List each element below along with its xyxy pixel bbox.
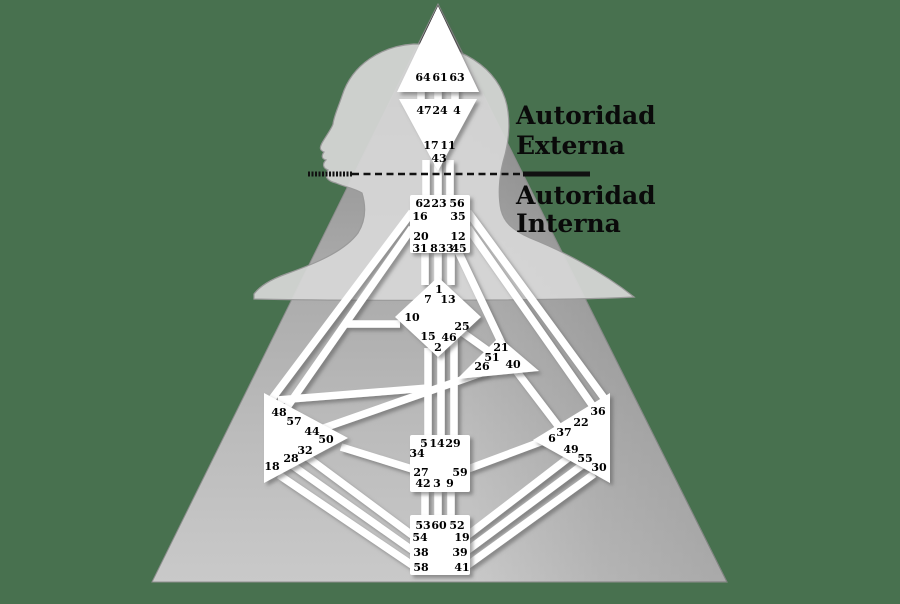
gate-59-sacral: 59 xyxy=(452,466,467,479)
channel-34-57 xyxy=(277,384,429,404)
gate-33-throat: 33 xyxy=(438,242,453,255)
gate-49-solar-plexus: 49 xyxy=(563,443,578,456)
gate-20-throat: 20 xyxy=(413,230,429,243)
channel-59-6 xyxy=(466,437,545,473)
gate-8-throat: 8 xyxy=(430,242,438,255)
gate-29-sacral: 29 xyxy=(445,437,460,450)
gate-22-solar-plexus: 22 xyxy=(573,416,588,429)
gate-44-spleen: 44 xyxy=(304,425,320,438)
center-sacral xyxy=(410,435,470,492)
authority-internal-line2: Interna xyxy=(516,209,621,238)
gate-6-solar-plexus: 6 xyxy=(548,432,556,445)
gate-32-spleen: 32 xyxy=(297,444,312,457)
gate-61-head: 61 xyxy=(432,71,447,84)
gate-52-root: 52 xyxy=(449,519,464,532)
gate-11-ajna: 11 xyxy=(440,139,455,152)
gate-42-sacral: 42 xyxy=(415,477,430,490)
channel-16-48 xyxy=(268,209,415,403)
gate-25-g-center: 25 xyxy=(454,320,469,333)
gate-30-solar-plexus: 30 xyxy=(591,461,607,474)
gate-1-g-center: 1 xyxy=(435,283,443,296)
gate-35-throat: 35 xyxy=(450,210,465,223)
channel-18-58 xyxy=(276,471,415,569)
gate-40-heart: 40 xyxy=(505,358,521,371)
gate-64-head: 64 xyxy=(415,71,431,84)
gate-10-g-center: 10 xyxy=(404,311,420,324)
gate-24-ajna: 24 xyxy=(432,104,448,117)
gate-17-ajna: 17 xyxy=(423,139,438,152)
gate-48-spleen: 48 xyxy=(271,406,287,419)
authority-labels: Autoridad Externa Autoridad Interna xyxy=(515,101,656,238)
gate-16-throat: 16 xyxy=(412,210,428,223)
gate-57-spleen: 57 xyxy=(286,415,301,428)
gate-9-sacral: 9 xyxy=(446,477,454,490)
channel-55-39 xyxy=(465,459,588,554)
gate-54-root: 54 xyxy=(412,531,428,544)
gate-27-sacral: 27 xyxy=(413,466,428,479)
authority-external-line1: Autoridad xyxy=(515,101,656,130)
gate-19-root: 19 xyxy=(454,531,469,544)
gate-36-solar-plexus: 36 xyxy=(590,405,606,418)
gate-12-throat: 12 xyxy=(450,230,465,243)
gate-43-ajna: 43 xyxy=(431,152,446,165)
gate-58-root: 58 xyxy=(413,561,429,574)
gate-51-heart: 51 xyxy=(484,351,499,364)
channel-32-54 xyxy=(296,447,415,539)
channel-26-44 xyxy=(316,367,489,434)
channel-50-27 xyxy=(339,443,414,473)
center-spleen xyxy=(264,393,348,483)
gate-13-g-center: 13 xyxy=(440,293,455,306)
authority-external-line2: Externa xyxy=(516,131,625,160)
center-g xyxy=(395,277,481,357)
gate-60-root: 60 xyxy=(431,519,447,532)
centers xyxy=(264,6,610,575)
center-ajna xyxy=(399,99,477,171)
gate-28-spleen: 28 xyxy=(283,452,299,465)
center-throat xyxy=(410,195,470,253)
channel-35-36 xyxy=(464,209,608,401)
channel-40-37 xyxy=(511,365,565,434)
channel-30-41 xyxy=(465,470,597,569)
channel-45-21 xyxy=(453,247,507,348)
gate-34-sacral: 34 xyxy=(409,447,425,460)
gate-14-sacral: 14 xyxy=(429,437,445,450)
gate-56-throat: 56 xyxy=(449,197,465,210)
gate-4-ajna: 4 xyxy=(453,104,461,117)
gate-26-heart: 26 xyxy=(474,360,490,373)
gate-18-spleen: 18 xyxy=(264,460,280,473)
channel-12-22 xyxy=(464,225,601,415)
gate-46-g-center: 46 xyxy=(441,331,457,344)
head-silhouette xyxy=(253,43,636,301)
gate-23-throat: 23 xyxy=(431,197,446,210)
channel-49-19 xyxy=(465,449,579,538)
gate-55-solar-plexus: 55 xyxy=(577,452,592,465)
gate-63-head: 63 xyxy=(449,71,464,84)
gate-38-root: 38 xyxy=(413,546,429,559)
gate-47-ajna: 47 xyxy=(416,104,431,117)
gate-21-heart: 21 xyxy=(493,341,508,354)
gate-3-sacral: 3 xyxy=(433,477,441,490)
channel-28-38 xyxy=(286,459,415,554)
gate-31-throat: 31 xyxy=(412,242,427,255)
gate-45-throat: 45 xyxy=(451,242,466,255)
gate-7-g-center: 7 xyxy=(424,293,432,306)
authority-internal-line1: Autoridad xyxy=(515,181,656,210)
gate-50-spleen: 50 xyxy=(318,433,334,446)
center-solar-plexus xyxy=(533,393,610,483)
gate-53-root: 53 xyxy=(415,519,430,532)
gate-41-root: 41 xyxy=(454,561,469,574)
gate-2-g-center: 2 xyxy=(434,341,442,354)
gate-62-throat: 62 xyxy=(415,197,430,210)
gate-39-root: 39 xyxy=(452,546,467,559)
gate-37-solar-plexus: 37 xyxy=(556,426,571,439)
gate-5-sacral: 5 xyxy=(420,437,428,450)
center-head xyxy=(397,6,479,92)
center-heart xyxy=(457,337,539,379)
gate-15-g-center: 15 xyxy=(420,330,435,343)
channels xyxy=(268,84,608,569)
center-root xyxy=(410,515,470,575)
